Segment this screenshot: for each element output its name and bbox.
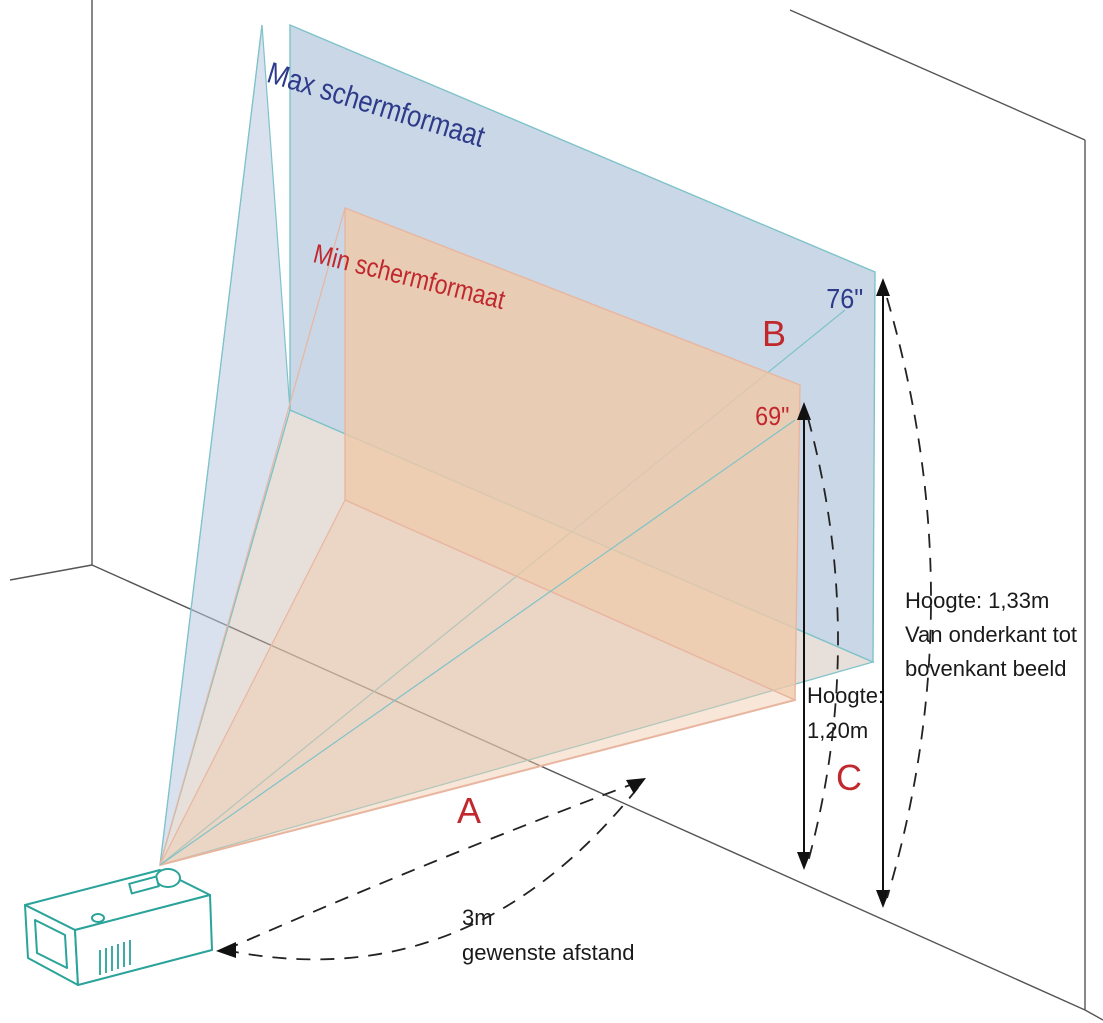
letter-c: C [836,757,862,798]
max-size-label: 76" [826,283,863,315]
height-max-arrow-top [876,278,890,296]
letter-b: B [762,313,786,354]
projector-side [74,894,213,986]
projector-top-slot [128,875,160,895]
arc-distance-upper [224,781,639,951]
projector-vent [99,940,131,975]
distance-line2: gewenste afstand [462,940,634,965]
distance-arrow-left [216,942,236,958]
projector-lens [155,868,181,888]
min-screen-diagonal [159,419,796,866]
height-min-arrow-bottom [797,852,811,870]
floor-front-edge [1084,1009,1103,1021]
height-max-arrow-bottom [876,890,890,908]
distance-line1: 3m [462,905,493,930]
height-max-line3: bovenkant beeld [905,656,1066,681]
height-arrows [797,278,890,908]
height-max-line2: Van onderkant tot [905,622,1077,647]
room-outline [9,0,1103,1021]
dashed-arcs [224,297,932,961]
height-max-line1: Hoogte: 1,33m [905,588,1049,613]
distance-arrow-right [626,778,646,794]
min-screen-group [158,206,801,866]
height-min-line1: Hoogte: [807,683,884,708]
right-wall-top-edge [789,9,1086,141]
projector-icon [24,868,213,986]
min-beam-edge-bottom [159,699,796,866]
letter-a: A [457,790,481,831]
distance-arrowheads [216,778,646,958]
max-beam-edge-top [159,24,263,866]
min-beam-edge-top [159,207,346,866]
arc-min-height [807,417,839,863]
min-size-label: 69" [755,403,789,431]
height-min-line2: 1,20m [807,718,868,743]
floor-wall-join [91,564,1086,1011]
floor-back-edge [9,564,93,581]
projector-lens-window [34,919,68,969]
projector-button [91,913,105,923]
height-min-arrow-top [797,402,811,420]
